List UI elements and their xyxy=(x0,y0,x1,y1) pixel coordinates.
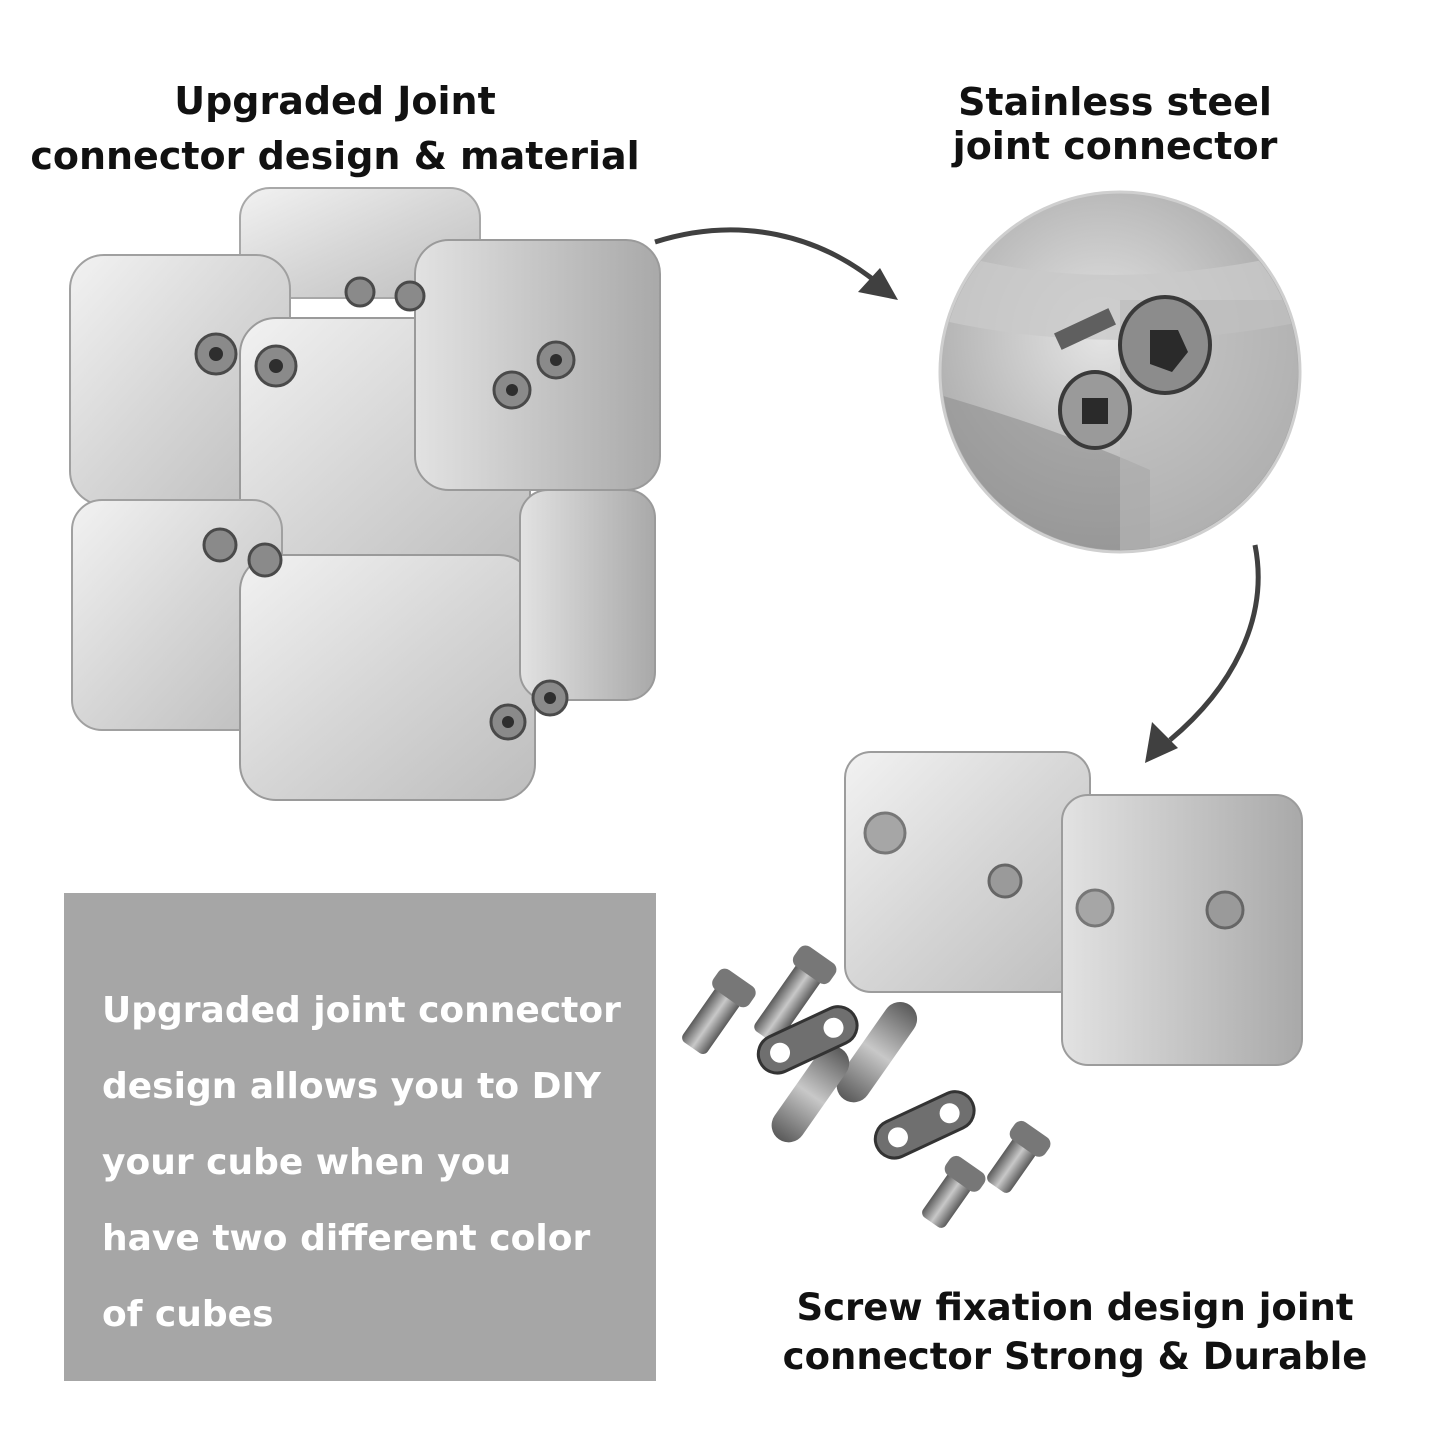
caption-line: connector design & material xyxy=(30,134,640,178)
caption-stainless-steel: Stainless steel joint connector xyxy=(900,80,1330,168)
info-line: of cubes xyxy=(102,1294,274,1335)
infinity-cube-image xyxy=(69,187,661,801)
separated-cubes-image xyxy=(844,751,1303,1066)
info-line: design allows you to DIY xyxy=(102,1066,601,1107)
info-line: your cube when you xyxy=(102,1142,512,1183)
caption-line: Upgraded Joint xyxy=(174,79,496,123)
caption-line: Screw fixation design joint xyxy=(796,1286,1354,1329)
info-line: Upgraded joint connector xyxy=(102,990,621,1031)
caption-upgraded-joint: Upgraded Joint connector design & materi… xyxy=(30,74,640,184)
info-line: have two different color xyxy=(102,1218,591,1259)
caption-line: joint connector xyxy=(952,124,1278,168)
arrow-icon xyxy=(1145,544,1261,763)
caption-line: Stainless steel xyxy=(958,80,1272,124)
caption-screw-fixation: Screw fixation design joint connector St… xyxy=(760,1283,1390,1381)
caption-line: connector Strong & Durable xyxy=(782,1335,1368,1378)
info-text: Upgraded joint connector design allows y… xyxy=(102,973,647,1353)
info-box: Upgraded joint connector design allows y… xyxy=(64,893,656,1381)
screws-and-connectors-image xyxy=(682,945,1051,1228)
arrow-icon xyxy=(654,227,898,300)
zoom-detail-image xyxy=(938,190,1302,554)
